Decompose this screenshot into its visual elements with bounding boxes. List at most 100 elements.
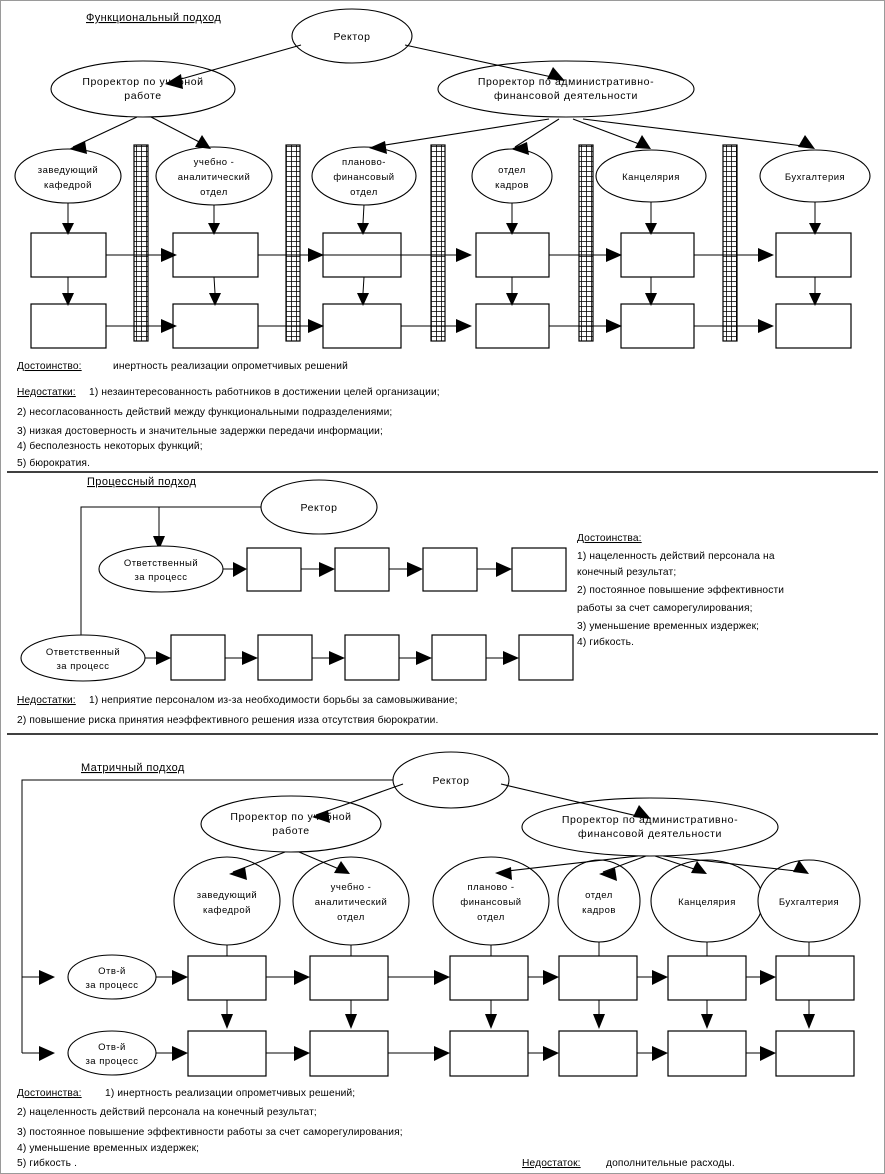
node-dept-head-line2: кафедрой	[44, 180, 92, 191]
matrix-box-r1c6[interactable]	[775, 955, 855, 1001]
matrix-advantage-3: 3) постоянное повышение эффективности ра…	[17, 1126, 403, 1138]
process-owner-1-line2: за процесс	[134, 572, 187, 583]
process-box-r1c5[interactable]	[620, 232, 695, 278]
node-process-owner-2[interactable]	[20, 634, 146, 682]
node-process-owner-1[interactable]	[98, 545, 224, 593]
matrix-owner-1-line2: за процесс	[85, 980, 138, 991]
matrix-hr-line1: отдел	[585, 890, 613, 901]
matrix-owner-2-line2: за процесс	[85, 1056, 138, 1067]
matrix-dept-head-line1: заведующий	[197, 890, 258, 901]
matrix-box-r1c1[interactable]	[187, 955, 267, 1001]
node-vice-rector-admin-functional[interactable]	[437, 60, 695, 118]
matrix-box-r2c6[interactable]	[775, 1030, 855, 1077]
process-box-r2c6[interactable]	[775, 303, 852, 349]
process-box-r1c1[interactable]	[30, 232, 107, 278]
matrix-analytic-line3: отдел	[337, 912, 365, 923]
matrix-finance-line1: планово -	[467, 882, 514, 893]
matrix-box-r2c1[interactable]	[187, 1030, 267, 1077]
functional-drawbacks-label: Недостатки:	[17, 387, 76, 398]
node-vice-rector-admin-matrix[interactable]	[521, 797, 779, 857]
process-advantage-4: 4) гибкость.	[577, 636, 634, 648]
node-accounting-label: Бухгалтерия	[785, 172, 845, 183]
heading-process: Процессный подход	[87, 476, 197, 488]
process-box-r1c4[interactable]	[475, 232, 550, 278]
process-box-r2c2[interactable]	[172, 303, 259, 349]
matrix-box-r2c3[interactable]	[449, 1030, 529, 1077]
functional-advantage-label: Достоинство:	[17, 361, 82, 372]
node-hr-dept-functional[interactable]	[471, 148, 553, 204]
process2-box-r2c1[interactable]	[170, 634, 226, 681]
node-matrix-owner-1[interactable]	[67, 954, 157, 1000]
process-box-r2c4[interactable]	[475, 303, 550, 349]
process-advantage-1b: конечный результат;	[577, 567, 676, 578]
matrix-box-r2c5[interactable]	[667, 1030, 747, 1077]
process-box-r1c2[interactable]	[172, 232, 259, 278]
process2-box-r2c2[interactable]	[257, 634, 313, 681]
node-chancellery-label: Канцелярия	[622, 172, 680, 183]
node-rector-process-label: Ректор	[300, 502, 337, 514]
node-vice-rector-academic-matrix[interactable]	[200, 795, 382, 853]
node-vice-rector-academic-functional[interactable]	[50, 60, 236, 118]
barrier-wall-5	[722, 144, 738, 342]
process2-box-r2c5[interactable]	[518, 634, 574, 681]
matrix-dept-head-line2: кафедрой	[203, 905, 251, 916]
matrix-box-r1c3[interactable]	[449, 955, 529, 1001]
section-process-approach: Процессный подход Ректор Ответственный з…	[17, 476, 784, 726]
node-finance-line3: отдел	[350, 187, 378, 198]
process2-box-r2c4[interactable]	[431, 634, 487, 681]
process-box-r1c6[interactable]	[775, 232, 852, 278]
barrier-wall-2	[285, 144, 301, 342]
node-analytic-line2: аналитический	[178, 172, 251, 183]
process2-box-r1c2[interactable]	[334, 547, 390, 592]
process-drawback-1: 1) неприятие персоналом из-за необходимо…	[89, 694, 458, 706]
process-box-r2c1[interactable]	[30, 303, 107, 349]
matrix-vr-admin-line1: Проректор по административно-	[562, 814, 738, 826]
heading-matrix: Матричный подход	[81, 762, 185, 774]
matrix-drawback-label: Недостаток:	[522, 1158, 581, 1169]
process-drawback-2: 2) повышение риска принятия неэффективно…	[17, 714, 438, 726]
matrix-finance-line2: финансовый	[460, 897, 521, 908]
process2-box-r1c4[interactable]	[511, 547, 567, 592]
matrix-advantage-1: 1) инертность реализации опрометчивых ре…	[105, 1088, 355, 1099]
functional-drawback-1: 1) незаинтересованность работников в дос…	[89, 386, 440, 398]
matrix-vr-academic-line1: Проректор по учебной	[230, 811, 351, 823]
matrix-vr-academic-line2: работе	[272, 825, 309, 837]
matrix-analytic-line1: учебно -	[331, 882, 372, 893]
functional-drawback-4: 4) бесполезность некоторых функций;	[17, 440, 203, 452]
barrier-wall-1	[133, 144, 149, 342]
process2-box-r1c1[interactable]	[246, 547, 302, 592]
node-hr-line1: отдел	[498, 165, 526, 176]
node-analytic-line1: учебно -	[194, 157, 235, 168]
process-advantage-2a: 2) постоянное повышение эффективности	[577, 584, 784, 596]
matrix-finance-line3: отдел	[477, 912, 505, 923]
process2-box-r2c3[interactable]	[344, 634, 400, 681]
process-advantages-label: Достоинства:	[577, 533, 642, 544]
matrix-advantage-4: 4) уменьшение временных издержек;	[17, 1143, 199, 1154]
matrix-box-r1c5[interactable]	[667, 955, 747, 1001]
node-matrix-owner-2[interactable]	[67, 1030, 157, 1076]
matrix-box-r1c2[interactable]	[309, 955, 389, 1001]
process-box-r2c5[interactable]	[620, 303, 695, 349]
node-finance-line1: планово-	[342, 157, 386, 168]
node-dept-head-matrix[interactable]	[173, 856, 281, 946]
node-hr-line2: кадров	[495, 180, 529, 191]
node-dept-head-functional[interactable]	[14, 148, 122, 204]
process-box-r2c3[interactable]	[322, 303, 402, 349]
process-advantage-3: 3) уменьшение временных издержек;	[577, 621, 759, 632]
node-rector-functional[interactable]	[291, 8, 413, 64]
node-vr-academic-line2: работе	[124, 90, 161, 102]
node-rector-functional-label: Ректор	[333, 31, 370, 43]
matrix-box-r1c4[interactable]	[558, 955, 638, 1001]
node-vr-admin-line2: финансовой деятельности	[494, 90, 638, 102]
process-owner-2-line2: за процесс	[56, 661, 109, 672]
matrix-box-r2c2[interactable]	[309, 1030, 389, 1077]
matrix-box-r2c4[interactable]	[558, 1030, 638, 1077]
barrier-wall-4	[578, 144, 594, 342]
section-matrix-approach: Матричный подход Ректор Проректор по уче…	[17, 751, 861, 1169]
matrix-advantages-label: Достоинства:	[17, 1088, 82, 1099]
matrix-advantage-5: 5) гибкость .	[17, 1157, 77, 1169]
section-functional-approach: Функциональный подход Ректор Проректор п…	[14, 8, 871, 469]
node-hr-dept-matrix[interactable]	[557, 859, 641, 943]
process2-box-r1c3[interactable]	[422, 547, 478, 592]
